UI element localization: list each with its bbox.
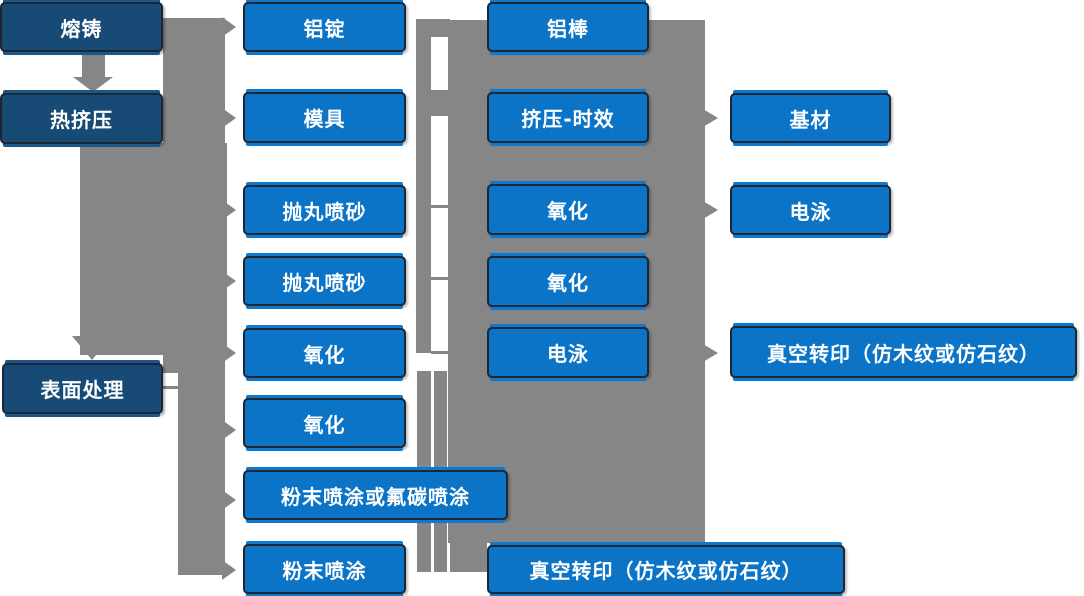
arrow-to-surface-treatment-icon [72,336,112,360]
node-shot-blast-sandblast-2: 抛丸喷砂 [243,256,406,306]
arrow-to-shot-blast-1-icon [222,200,236,220]
connector-mid-bar-upper [416,19,431,353]
connector-mid-top-stub [416,19,450,37]
node-electrophoresis-b: 电泳 [730,185,891,235]
node-hot-extrusion: 热挤压 [0,93,163,144]
node-melting-casting: 熔铸 [0,2,163,52]
node-vacuum-transfer-print-a: 真空转印（仿木纹或仿石纹） [487,545,845,594]
arrow-to-oxidation-a-icon [222,343,236,363]
node-shot-blast-sandblast-1: 抛丸喷砂 [243,185,406,235]
arrow-to-powder-spray-icon [222,560,236,580]
connector-melting-down-band [82,51,105,79]
node-aluminum-ingot: 铝锭 [243,2,406,52]
node-powder-or-fluorocarbon-spray: 粉末喷涂或氟碳喷涂 [243,470,508,520]
node-oxidation-b: 氧化 [243,398,406,448]
connector-mid-line-3 [431,351,448,354]
node-powder-spray: 粉末喷涂 [243,544,406,594]
arrow-to-shot-blast-2-icon [222,271,236,291]
node-oxidation-c: 氧化 [487,184,649,235]
arrow-to-vacuum-transfer-icon [703,344,718,362]
node-extrusion-aging: 挤压-时效 [487,92,649,143]
node-electrophoresis-a: 电泳 [487,327,649,378]
connector-mid-line-2 [431,277,448,280]
node-mold: 模具 [243,92,406,143]
node-substrate: 基材 [730,93,891,143]
arrow-to-mold-icon [222,108,236,128]
connector-mid-line-1 [431,205,448,208]
connector-lower-left-band [178,353,225,575]
node-oxidation-a: 氧化 [243,328,406,378]
arrow-to-oxidation-b-icon [222,420,236,440]
connector-surface-treatment-stub [163,386,179,389]
connector-mid-mold-stub [431,90,448,116]
arrow-to-electrophoresis-icon [703,201,718,219]
node-aluminum-rod: 铝棒 [487,2,649,52]
connector-left-blob [80,143,227,355]
node-surface-treatment: 表面处理 [2,363,163,414]
connector-big-panel-foot [450,543,487,572]
arrow-to-aluminum-ingot-icon [222,17,236,37]
arrow-to-powder-or-fluorocarbon-icon [222,490,236,510]
node-vacuum-transfer-print-b: 真空转印（仿木纹或仿石纹） [730,326,1077,378]
arrow-to-substrate-icon [703,109,718,127]
arrow-melting-to-hot-extrusion-icon [73,77,113,92]
node-oxidation-d: 氧化 [487,256,649,307]
